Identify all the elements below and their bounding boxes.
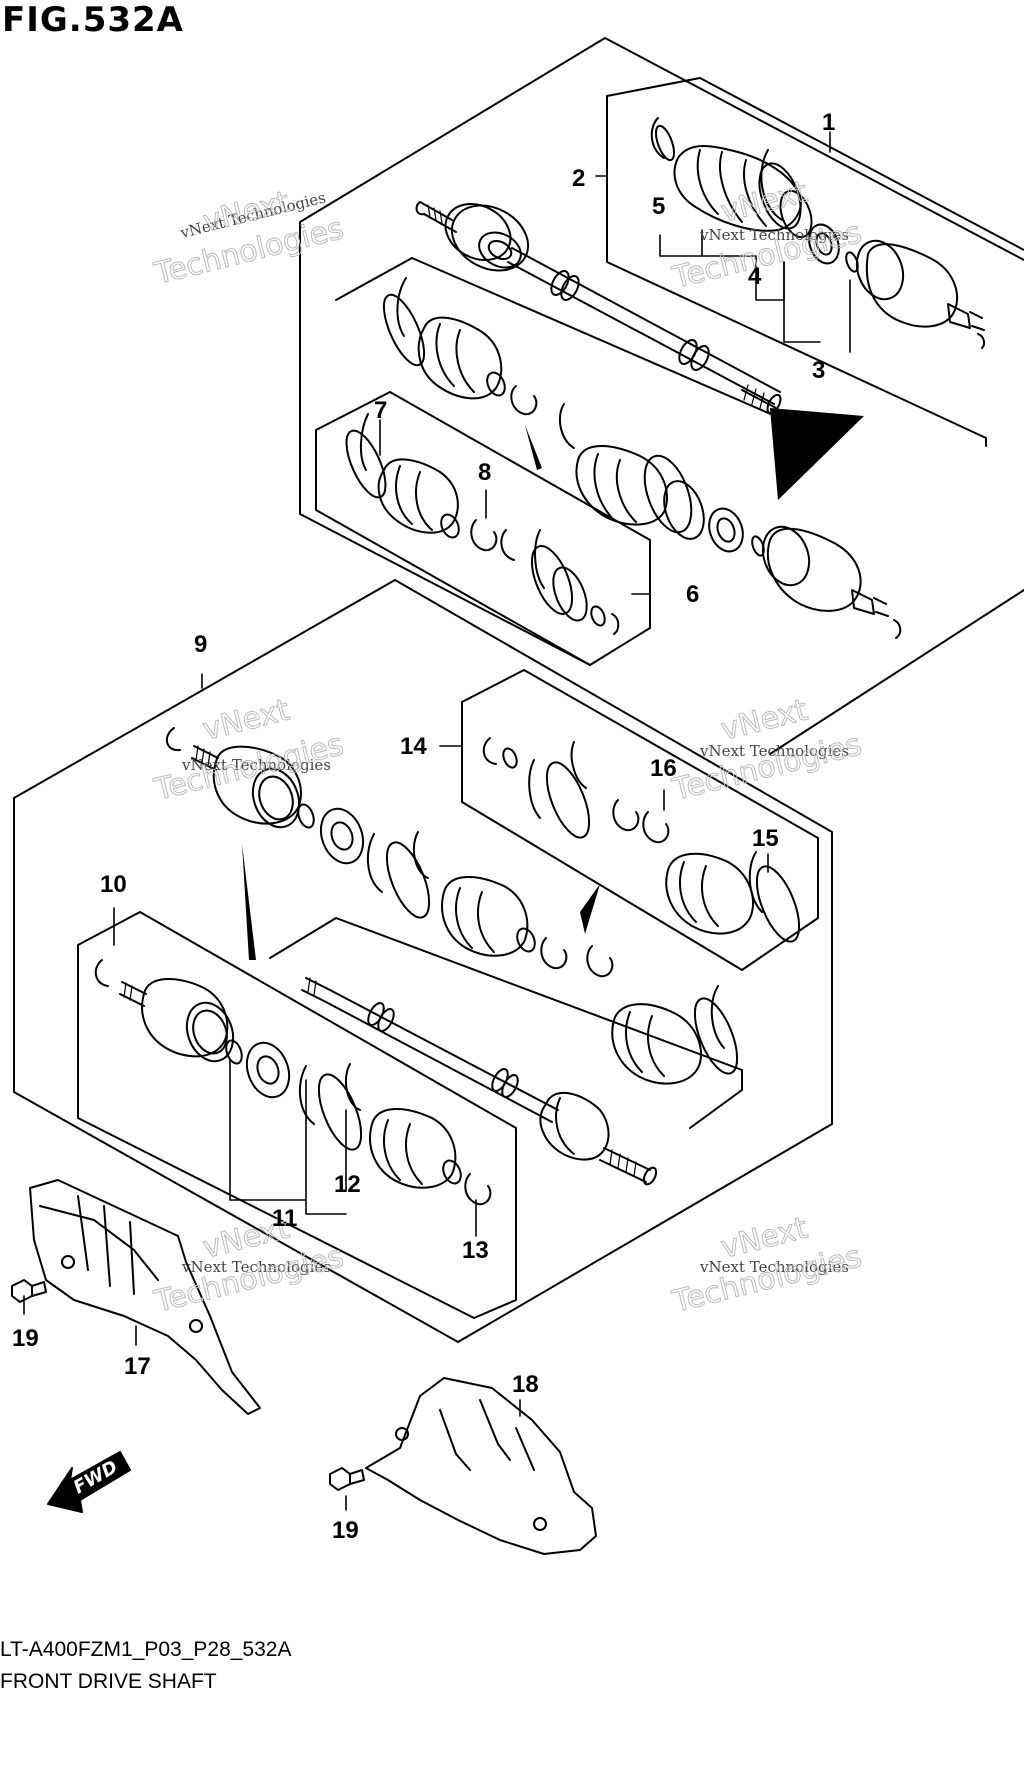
svg-text:vNext: vNext — [717, 693, 811, 748]
callout-11: 11 — [272, 1205, 297, 1232]
callout-19-right: 19 — [332, 1517, 359, 1544]
callout-5: 5 — [652, 193, 665, 220]
guard-18 — [365, 1377, 597, 1555]
callout-8: 8 — [478, 459, 491, 486]
diagram-code: LT-A400FZM1_P03_P28_532A — [0, 1638, 292, 1661]
callout-14: 14 — [400, 733, 427, 760]
frame-group-6 — [315, 391, 651, 666]
callout-2: 2 — [572, 165, 585, 192]
callout-labels: 1 2 3 4 5 6 7 8 9 10 11 12 13 14 15 16 1… — [12, 109, 835, 1544]
callout-7: 7 — [374, 397, 387, 424]
leader-lines — [23, 131, 851, 1511]
callout-3: 3 — [812, 357, 825, 384]
callout-12: 12 — [334, 1171, 361, 1198]
callout-6: 6 — [686, 581, 699, 608]
svg-text:vNext: vNext — [199, 693, 293, 748]
watermark-4: vNext Technologies vNext Technologies — [668, 692, 865, 808]
frame-group-14 — [461, 669, 819, 971]
frame-lower-assembly — [13, 579, 833, 1343]
callout-1: 1 — [822, 109, 835, 136]
svg-text:Technologies: Technologies — [668, 727, 864, 808]
svg-text:vNext Technologies: vNext Technologies — [181, 1258, 331, 1276]
callout-9: 9 — [194, 631, 207, 658]
group-2-parts — [650, 117, 986, 349]
callout-10: 10 — [100, 871, 127, 898]
callout-13: 13 — [462, 1237, 489, 1264]
direction-wedges — [242, 408, 864, 960]
group-10-parts — [94, 959, 492, 1206]
watermark-5: vNext Technologies vNext Technologies — [150, 1210, 347, 1320]
watermark-6: vNext Technologies vNext Technologies — [668, 1210, 865, 1320]
figure-title: FIG.532A — [2, 0, 184, 40]
callout-4: 4 — [748, 263, 762, 290]
watermark-2: vNext Technologies vNext Technologies — [668, 174, 865, 296]
callout-19-left: 19 — [12, 1325, 39, 1352]
svg-text:vNext Technologies: vNext Technologies — [699, 226, 849, 244]
frame-group-lower-shaft — [269, 917, 743, 1129]
callout-17: 17 — [124, 1353, 151, 1380]
frame-group-10 — [77, 911, 517, 1319]
svg-text:Technologies: Technologies — [150, 727, 346, 808]
svg-text:vNext Technologies: vNext Technologies — [699, 1258, 849, 1276]
watermark-1: vNext Technologies vNext Technologies — [150, 184, 347, 292]
guard-17 — [29, 1179, 261, 1415]
diagram-name: FRONT DRIVE SHAFT — [0, 1670, 217, 1693]
upper-drive-shaft — [415, 201, 782, 415]
frame-upper-assembly — [299, 37, 1024, 755]
bolt-19-left — [11, 1279, 47, 1303]
lower-assembly-parts — [165, 727, 568, 970]
callout-15: 15 — [752, 825, 779, 852]
svg-text:vNext Technologies: vNext Technologies — [699, 742, 849, 760]
bolt-19-right — [329, 1467, 365, 1491]
callout-18: 18 — [512, 1371, 539, 1398]
group-14-parts — [482, 737, 801, 943]
inner-boot-group — [382, 277, 902, 639]
fwd-arrow-icon: FWD — [47, 1451, 131, 1513]
fwd-label: FWD — [70, 1457, 121, 1499]
callout-16: 16 — [650, 755, 677, 782]
frame-group-2 — [606, 77, 1024, 447]
frame-group-inner-boots — [335, 257, 813, 453]
lower-drive-shaft — [301, 945, 739, 1186]
group-6-parts — [345, 413, 620, 635]
svg-text:vNext Technologies: vNext Technologies — [181, 756, 331, 774]
